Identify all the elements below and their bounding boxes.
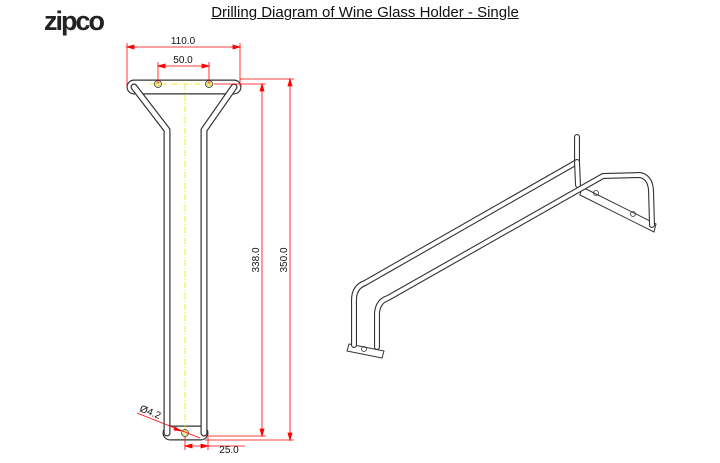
dim-overall-width: 110.0 bbox=[171, 36, 196, 47]
rear-rail bbox=[351, 134, 580, 348]
dim-hole-length: 338.0 bbox=[251, 247, 262, 272]
right-rod bbox=[200, 83, 238, 437]
hole-icon bbox=[181, 429, 189, 437]
isometric-view bbox=[346, 134, 657, 359]
zipco-logo: zipco bbox=[44, 6, 105, 36]
dim-overall-length: 350.0 bbox=[279, 247, 290, 272]
page-title: Drilling Diagram of Wine Glass Holder - … bbox=[211, 4, 519, 21]
dim-hole-diameter: Ø4.2 bbox=[138, 404, 163, 422]
left-rod bbox=[130, 83, 171, 437]
right-foot-plate bbox=[579, 186, 657, 233]
dim-bottom-offset: 25.0 bbox=[219, 445, 239, 456]
front-view: 110.0 50.0 338.0 350.0 25.0 Ø4.2 bbox=[125, 36, 294, 456]
dim-hole-spacing: 50.0 bbox=[173, 55, 193, 66]
